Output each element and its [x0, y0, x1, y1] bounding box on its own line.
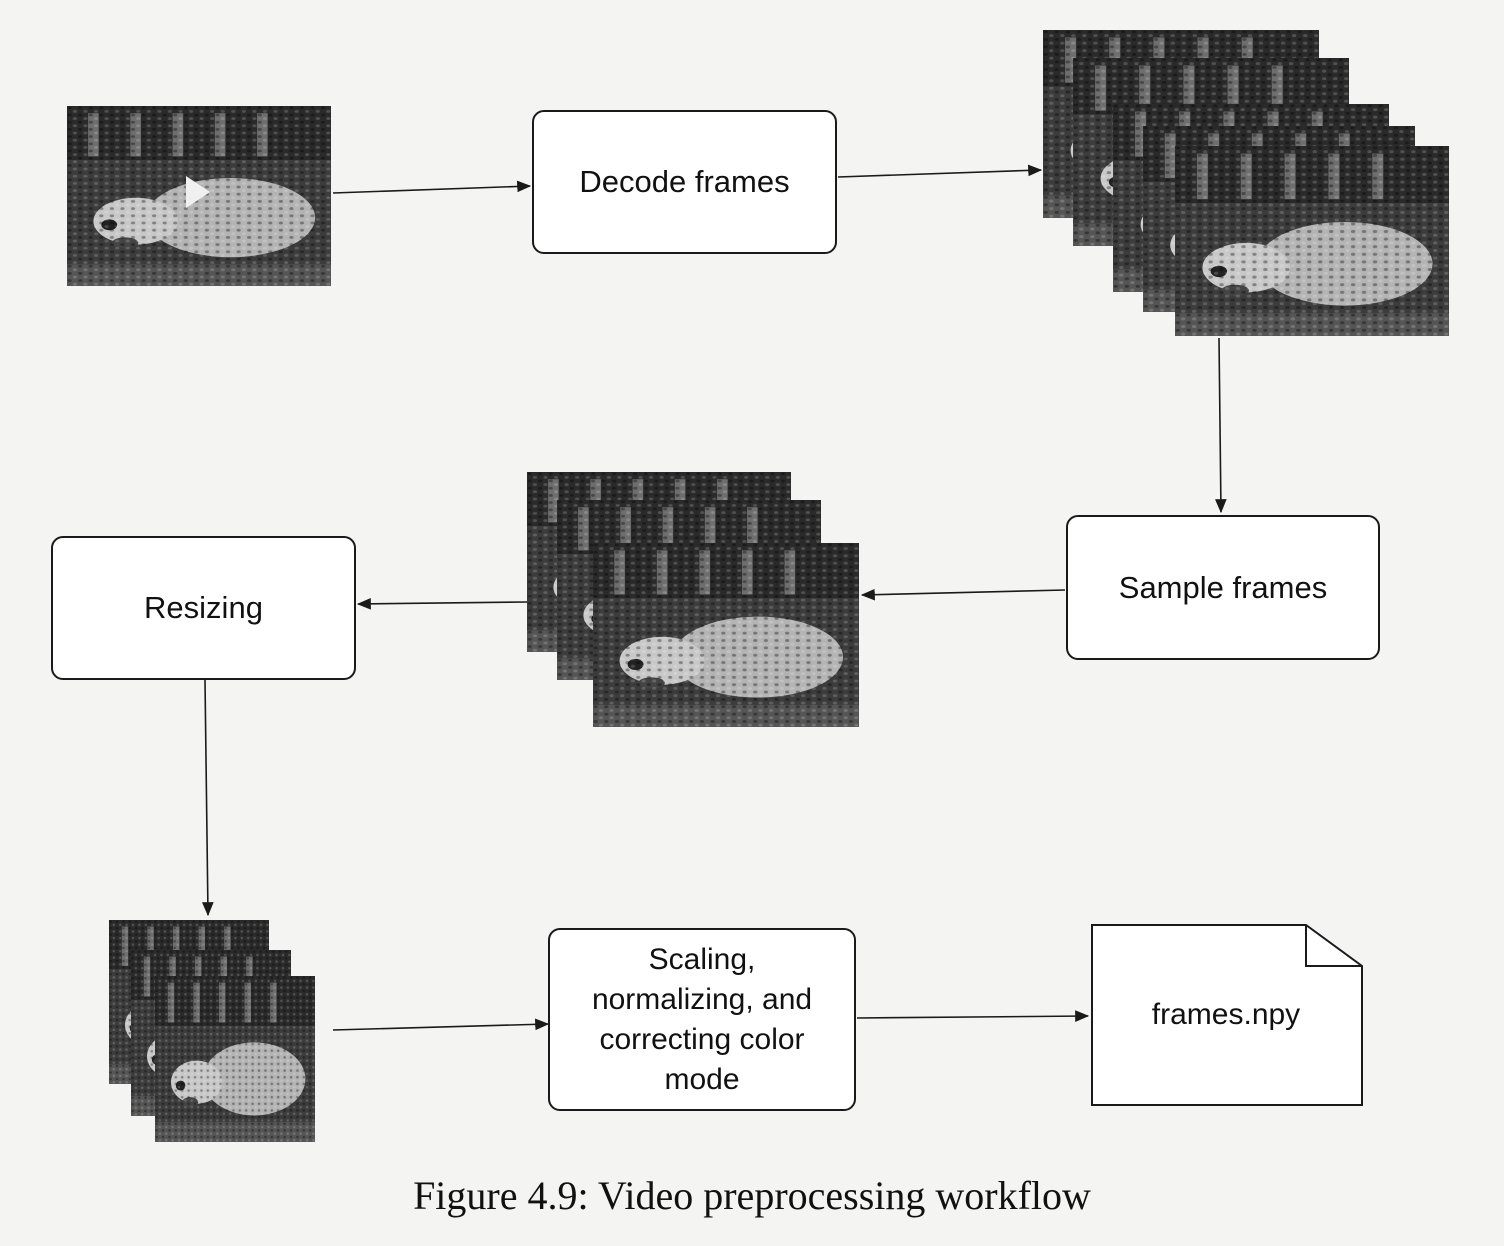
sampled-frames-stack	[527, 472, 859, 727]
scaling-box[interactable]: Scaling, normalizing, and correcting col…	[548, 928, 856, 1111]
frames-npy-label: frames.npy	[1151, 998, 1301, 1031]
arrow-resized-to-scaling	[332, 1018, 550, 1031]
play-icon[interactable]	[186, 176, 210, 208]
arrow-decode-to-frames	[837, 164, 1043, 178]
sample-frames-box[interactable]: Sample frames	[1066, 515, 1380, 660]
sample-frames-label: Sample frames	[1118, 569, 1328, 605]
document-icon[interactable]	[1091, 924, 1363, 1106]
arrow-video-to-decode	[332, 180, 532, 194]
arrow-sampled-to-resizing	[356, 598, 528, 610]
decode-frames-label: Decode frames	[579, 164, 790, 199]
arrow-scaling-to-file	[856, 1010, 1090, 1022]
decoded-frame	[1175, 146, 1449, 336]
video-thumbnail-icon[interactable]	[67, 106, 331, 286]
decoded-frames-stack	[1043, 30, 1449, 336]
decode-frames-box[interactable]: Decode frames	[532, 110, 837, 254]
scaling-label: Scaling, normalizing, and correcting col…	[591, 942, 813, 1096]
arrow-frames-to-sample	[1215, 337, 1227, 514]
resized-frame	[155, 976, 315, 1142]
arrow-resizing-to-resized	[202, 679, 214, 917]
sampled-frame	[593, 543, 859, 727]
resizing-box[interactable]: Resizing	[51, 536, 356, 680]
connectors	[202, 164, 1227, 1031]
resized-frames-stack	[109, 920, 315, 1142]
arrow-sample-to-sampled	[860, 588, 1066, 601]
figure-caption: Figure 4.9: Video preprocessing workflow	[413, 1173, 1091, 1218]
resizing-label: Resizing	[144, 590, 263, 625]
